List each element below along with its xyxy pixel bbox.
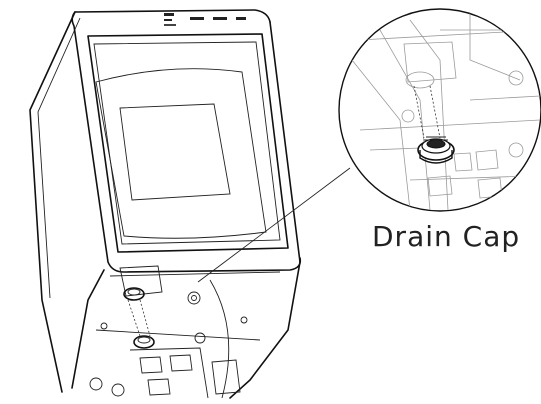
drain-cap-label: Drain Cap: [372, 220, 521, 253]
drain-cap: [417, 136, 455, 164]
control-panel: [164, 13, 246, 26]
magnified-callout: [338, 8, 541, 212]
callout-leader: [197, 167, 351, 283]
appliance-body: [29, 9, 302, 399]
